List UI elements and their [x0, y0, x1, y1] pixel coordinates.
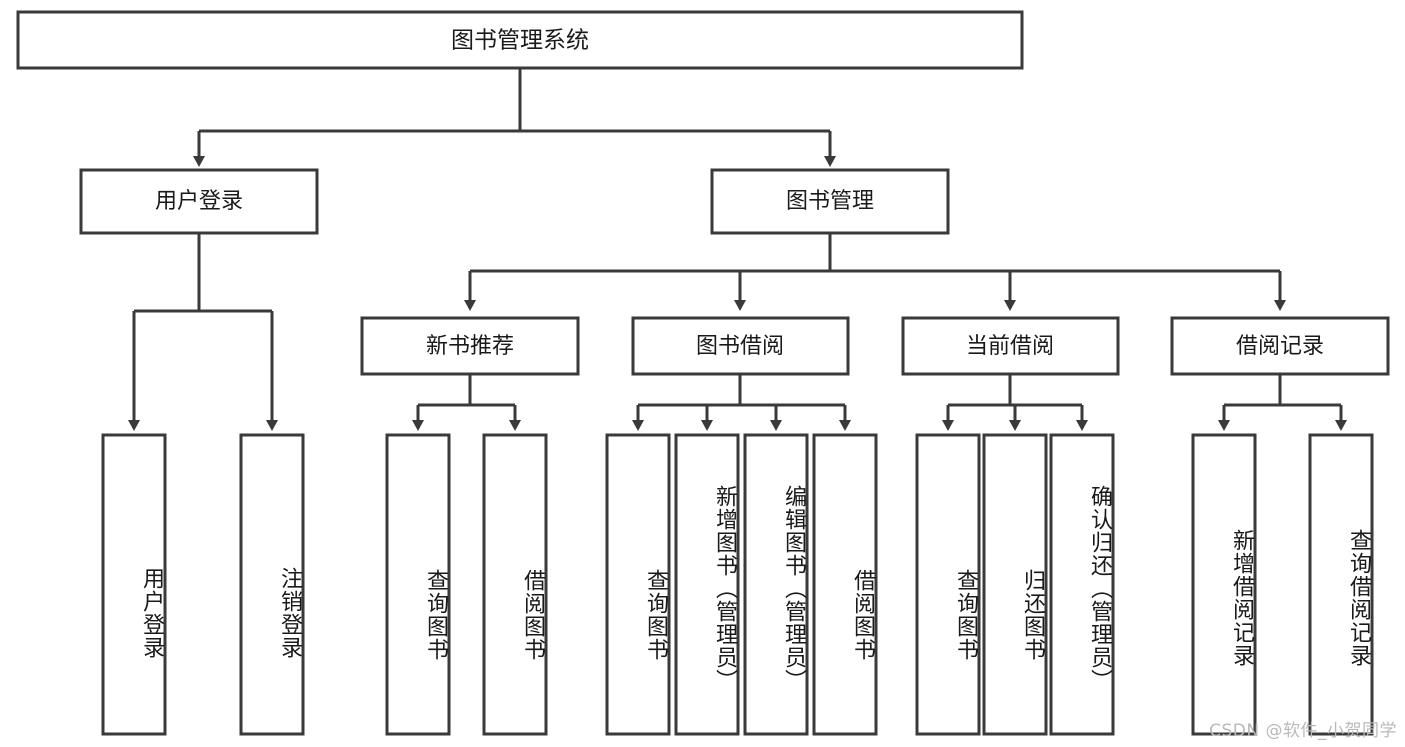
- node-label-current-borrow: 当前借阅: [966, 334, 1054, 359]
- leaf-box-3[interactable]: [482, 433, 548, 736]
- node-label-user-login: 用户登录: [155, 189, 243, 214]
- leaf-box-0[interactable]: [101, 433, 167, 736]
- connector-group-record: [1218, 374, 1347, 431]
- leaf-box-7[interactable]: [812, 433, 878, 736]
- leaf-box-4[interactable]: [605, 433, 671, 736]
- connector-group-root: [193, 68, 836, 167]
- leaf-box-12[interactable]: [1308, 433, 1374, 736]
- node-box-current-borrow[interactable]: [901, 316, 1120, 376]
- connector-group-newbook: [412, 374, 521, 431]
- node-label-new-book-recommend: 新书推荐: [426, 334, 514, 359]
- connector-group-borrow: [632, 374, 851, 431]
- connector-group-current: [942, 374, 1088, 431]
- node-box-user-login[interactable]: [79, 168, 319, 235]
- leaf-box-11[interactable]: [1191, 433, 1257, 736]
- connector-group-user-login: [128, 233, 278, 431]
- node-box-book-borrow[interactable]: [631, 316, 850, 376]
- node-box-new-book-recommend[interactable]: [360, 316, 580, 376]
- leaf-box-10[interactable]: [1049, 433, 1115, 736]
- node-label-book-management: 图书管理: [786, 189, 874, 214]
- node-label-borrow-record: 借阅记录: [1236, 334, 1324, 359]
- leaf-box-8[interactable]: [915, 433, 981, 736]
- node-label-book-borrow: 图书借阅: [696, 334, 784, 359]
- node-box-book-management[interactable]: [710, 168, 950, 235]
- leaf-box-1[interactable]: [239, 433, 305, 736]
- leaf-box-6[interactable]: [743, 433, 809, 736]
- node-label-root: 图书管理系统: [451, 28, 589, 54]
- leaf-box-2[interactable]: [385, 433, 451, 736]
- node-box-borrow-record[interactable]: [1170, 316, 1390, 376]
- leaf-box-5[interactable]: [674, 433, 740, 736]
- node-box-root[interactable]: [16, 10, 1024, 70]
- leaf-box-9[interactable]: [982, 433, 1048, 736]
- connector-group-book-mgmt: [464, 233, 1286, 311]
- watermark-label: CSDN @软件_小贺同学: [1209, 721, 1397, 741]
